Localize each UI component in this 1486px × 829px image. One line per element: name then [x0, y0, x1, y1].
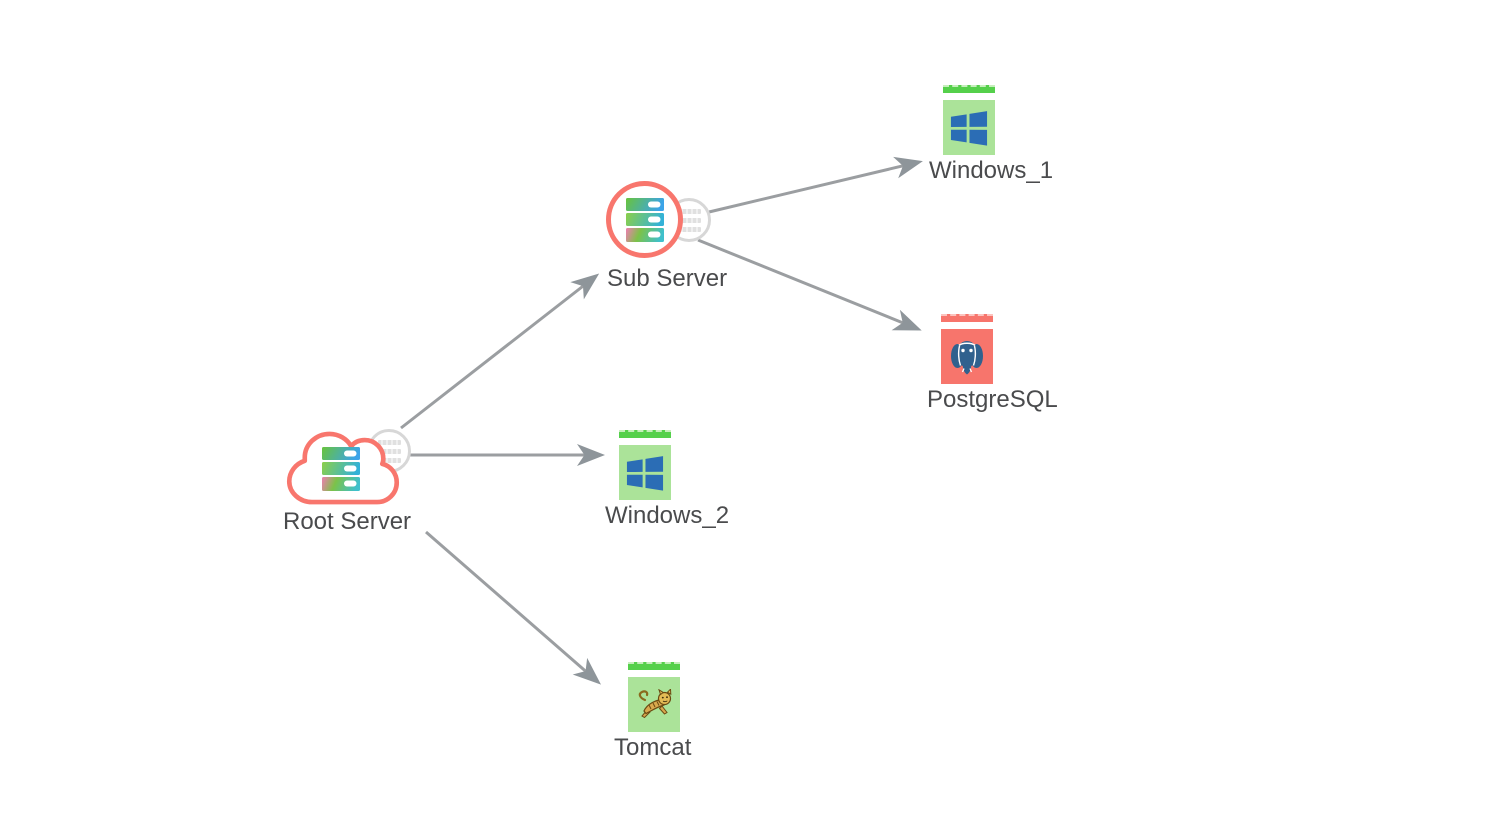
node-windows-1[interactable]: Windows_1 — [929, 85, 1109, 185]
menu-bar — [377, 457, 401, 463]
node-root-server[interactable]: Root Server — [278, 421, 448, 541]
node-label: Windows_2 — [605, 502, 730, 529]
node-postgresql[interactable]: PostgreSQL — [927, 314, 1107, 414]
tomcat-icon[interactable] — [628, 677, 680, 732]
menu-bar — [677, 208, 701, 214]
status-bar — [941, 314, 993, 322]
menu-bar — [377, 448, 401, 454]
edge-root-to-tomcat — [425, 530, 602, 685]
node-label: Sub Server — [607, 265, 728, 292]
postgresql-icon[interactable] — [941, 329, 993, 384]
node-label: Windows_1 — [929, 157, 1054, 184]
status-bar — [628, 662, 680, 670]
status-bar — [619, 430, 671, 438]
edge-sub-to-windows1 — [708, 156, 923, 214]
server-stack-icon[interactable] — [322, 447, 360, 491]
node-label: Tomcat — [614, 734, 692, 761]
node-label: Root Server — [283, 508, 412, 535]
menu-bar — [377, 439, 401, 445]
edge-sub-to-postgresql — [697, 238, 922, 331]
windows-icon[interactable] — [619, 445, 671, 500]
windows-icon[interactable] — [943, 100, 995, 155]
edge-root-to-sub — [400, 273, 600, 430]
node-sub-server[interactable]: Sub Server — [600, 178, 760, 296]
node-tomcat[interactable]: Tomcat — [614, 662, 794, 762]
status-bar — [943, 85, 995, 93]
menu-bar — [677, 226, 701, 232]
server-stack-icon[interactable] — [626, 198, 664, 242]
node-label: PostgreSQL — [927, 386, 1058, 413]
node-windows-2[interactable]: Windows_2 — [605, 430, 785, 530]
menu-bar — [677, 217, 701, 223]
